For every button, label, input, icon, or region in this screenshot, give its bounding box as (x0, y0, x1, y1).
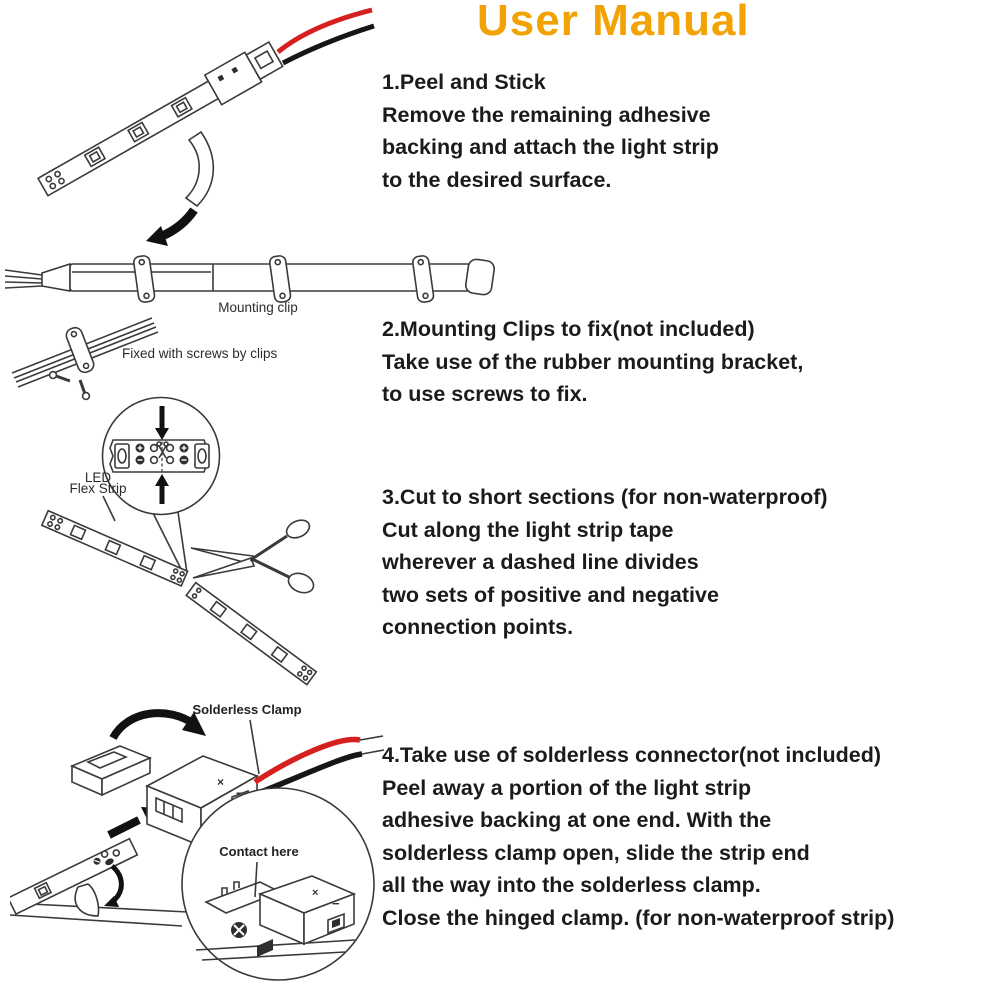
section-3-cut-sections-text: 3.Cut to short sections (for non-waterpr… (382, 481, 828, 644)
strip-segment-upper (40, 509, 189, 587)
strip-segment-lower (185, 581, 318, 686)
section-2-line: Take use of the rubber mounting bracket, (382, 349, 804, 374)
positive-pad-icon (179, 443, 189, 453)
section-1-peel-and-stick-text: 1.Peel and Stick Remove the remaining ad… (382, 66, 719, 196)
screw-icon (78, 379, 91, 401)
tube-end-cap (464, 258, 496, 296)
polarity-times-mark: × (217, 775, 224, 789)
page-title: User Manual (477, 0, 750, 45)
peel-and-stick-illustration (36, 7, 375, 246)
mounting-clip-label: Mounting clip (218, 300, 298, 315)
section-4-heading: 4.Take use of solderless connector(not i… (382, 743, 881, 767)
polarity-times-mark: × (312, 887, 318, 899)
section-3-line: two sets of positive and negative (382, 582, 719, 607)
magnified-strip-cut-view (109, 406, 210, 504)
section-4-line: Peel away a portion of the light strip (382, 775, 752, 800)
section-1-heading: 1.Peel and Stick (382, 70, 546, 94)
cut-to-sections-illustration: LED Flex Strip (40, 396, 318, 686)
section-4-line: Close the hinged clamp. (for non-waterpr… (382, 905, 895, 930)
backing-tape-line (10, 914, 183, 927)
strip-end (10, 837, 139, 916)
red-wire (276, 7, 373, 54)
mounting-clip-icon (132, 255, 156, 303)
peeled-backing-flap (74, 883, 100, 917)
mounting-clips-illustration: Mounting clip Fixed with screws by clips (4, 255, 496, 401)
section-4-solderless-connector-text: 4.Take use of solderless connector(not i… (382, 739, 894, 934)
section-3-line: Cut along the light strip tape (382, 517, 674, 542)
led-chip (127, 121, 150, 143)
polarity-minus-mark: − (236, 785, 244, 801)
solderless-clamp-label: Solderless Clamp (192, 702, 301, 717)
led-chip (170, 96, 193, 118)
section-3-heading: 3.Cut to short sections (for non-waterpr… (382, 485, 828, 509)
positive-pad-icon (135, 443, 145, 453)
section-2-heading: 2.Mounting Clips to fix(not included) (382, 317, 755, 341)
fixed-with-screws-label: Fixed with screws by clips (122, 346, 278, 361)
section-2-line: to use screws to fix. (382, 382, 588, 406)
wires-icon (4, 269, 43, 289)
light-strip-tube (41, 258, 496, 296)
contact-pad-icon (231, 922, 247, 938)
black-wire (281, 23, 375, 66)
section-3-line: wherever a dashed line divides (382, 550, 699, 574)
peel-arrow-icon (146, 207, 198, 246)
red-wire (253, 736, 361, 785)
peel-arrow-icon (104, 864, 124, 907)
strip-connector (203, 40, 284, 106)
cut-arrow-up-icon (155, 474, 169, 504)
negative-pad-icon (179, 455, 189, 465)
clip-with-screws-icon (11, 317, 159, 401)
section-1-line: to the desired surface. (382, 167, 612, 192)
label-leader-line (254, 861, 258, 898)
section-4-line: adhesive backing at one end. With the (382, 808, 772, 832)
magnified-contact-view: × − Contact here (195, 844, 357, 961)
led-flex-strip-label: Flex Strip (69, 481, 126, 496)
section-2-mounting-clips-text: 2.Mounting Clips to fix(not included) Ta… (382, 313, 803, 411)
contact-magnifier-circle (181, 787, 375, 981)
label-leader-line (249, 719, 260, 775)
screw-icon (48, 370, 71, 383)
solderless-connector-illustration: × − Solderless Clamp (10, 702, 385, 981)
peeled-backing (184, 130, 215, 208)
polarity-minus-mark: − (332, 896, 340, 911)
contact-here-label: Contact here (219, 844, 298, 859)
cut-arrow-down-icon (155, 406, 169, 440)
led-flex-strip-label: LED (85, 470, 112, 485)
mounting-clip-icon (411, 255, 435, 303)
section-3-line: connection points. (382, 615, 574, 639)
mini-scissors-icon (156, 441, 169, 459)
scissors-icon (190, 519, 315, 594)
mounting-clip-icon (268, 255, 292, 303)
led-chip (83, 146, 107, 168)
section-1-line: Remove the remaining adhesive (382, 102, 711, 127)
section-4-line: all the way into the solderless clamp. (382, 873, 761, 897)
section-4-line: solderless clamp open, slide the strip e… (382, 840, 810, 865)
section-1-line: backing and attach the light strip (382, 135, 719, 159)
open-lid (69, 745, 153, 797)
negative-pad-icon (135, 455, 145, 465)
close-lid-arrow-icon (109, 709, 206, 741)
label-leader-line (102, 495, 116, 522)
